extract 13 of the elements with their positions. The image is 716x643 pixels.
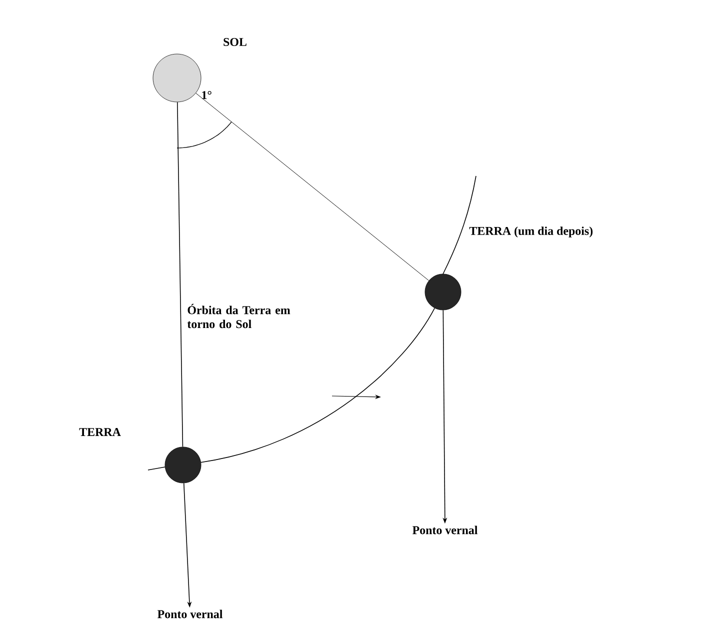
line [176, 102, 184, 448]
line [200, 308, 435, 463]
line [196, 92, 430, 281]
earth-circle [424, 274, 462, 310]
sun-circle [152, 54, 202, 102]
earth-label: TERRA [79, 428, 121, 436]
angle-label: 1° [202, 91, 212, 99]
earth-label: TERRA (um dia depois) [469, 226, 593, 238]
orbit-label: Órbita da Terra em torno do Sol [187, 304, 290, 328]
sun-label: SOL [224, 38, 246, 46]
point-label: Ponto vernal [412, 526, 478, 534]
earth-circle [164, 446, 202, 484]
point-label: Ponto vernal [158, 610, 222, 618]
